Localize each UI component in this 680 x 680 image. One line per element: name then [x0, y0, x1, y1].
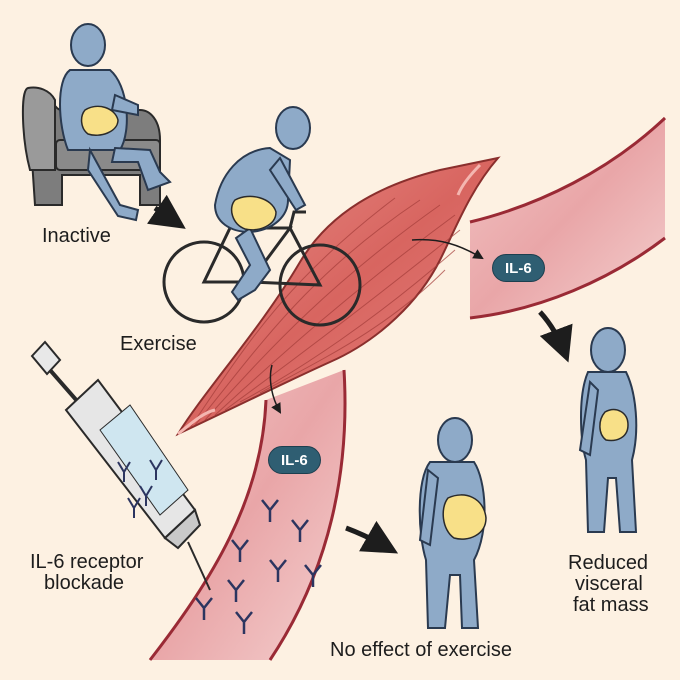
- syringe-icon: [30, 340, 211, 591]
- person-icon-reduced-fat: [578, 327, 638, 533]
- blood-vessel-icon-upper: [469, 116, 667, 320]
- label-exercise: Exercise: [120, 333, 197, 355]
- label-inactive: Inactive: [42, 225, 111, 247]
- label-reduced-line1: Reduced: [568, 552, 649, 574]
- arrow-to-reduced-fat: [538, 310, 573, 363]
- antibody-icon-vessel: [195, 499, 322, 634]
- il6-badge-top: IL-6: [492, 254, 545, 282]
- il6-badge-bottom: IL-6: [268, 446, 321, 474]
- label-no-effect: No effect of exercise: [330, 639, 512, 661]
- blood-vessel-icon-lower: [148, 369, 347, 661]
- label-reduced-line3: fat mass: [573, 594, 649, 616]
- antibody-icon-syringe: [117, 459, 163, 518]
- label-il6-receptor-line1: IL-6 receptor: [30, 551, 144, 573]
- arrow-to-no-effect: [345, 520, 399, 554]
- label-il6-receptor-line2: blockade: [44, 572, 125, 594]
- person-icon-inactive: [59, 23, 172, 222]
- arrow-muscle-to-lower-vessel: [269, 364, 282, 414]
- label-reduced-line2: visceral: [575, 573, 643, 595]
- arrow-inactive-to-exercise: [147, 194, 186, 229]
- muscle-icon: [175, 156, 501, 437]
- person-icon-exercising: [213, 106, 311, 302]
- person-icon-no-effect: [418, 417, 487, 629]
- arrow-muscle-to-upper-vessel: [411, 238, 484, 260]
